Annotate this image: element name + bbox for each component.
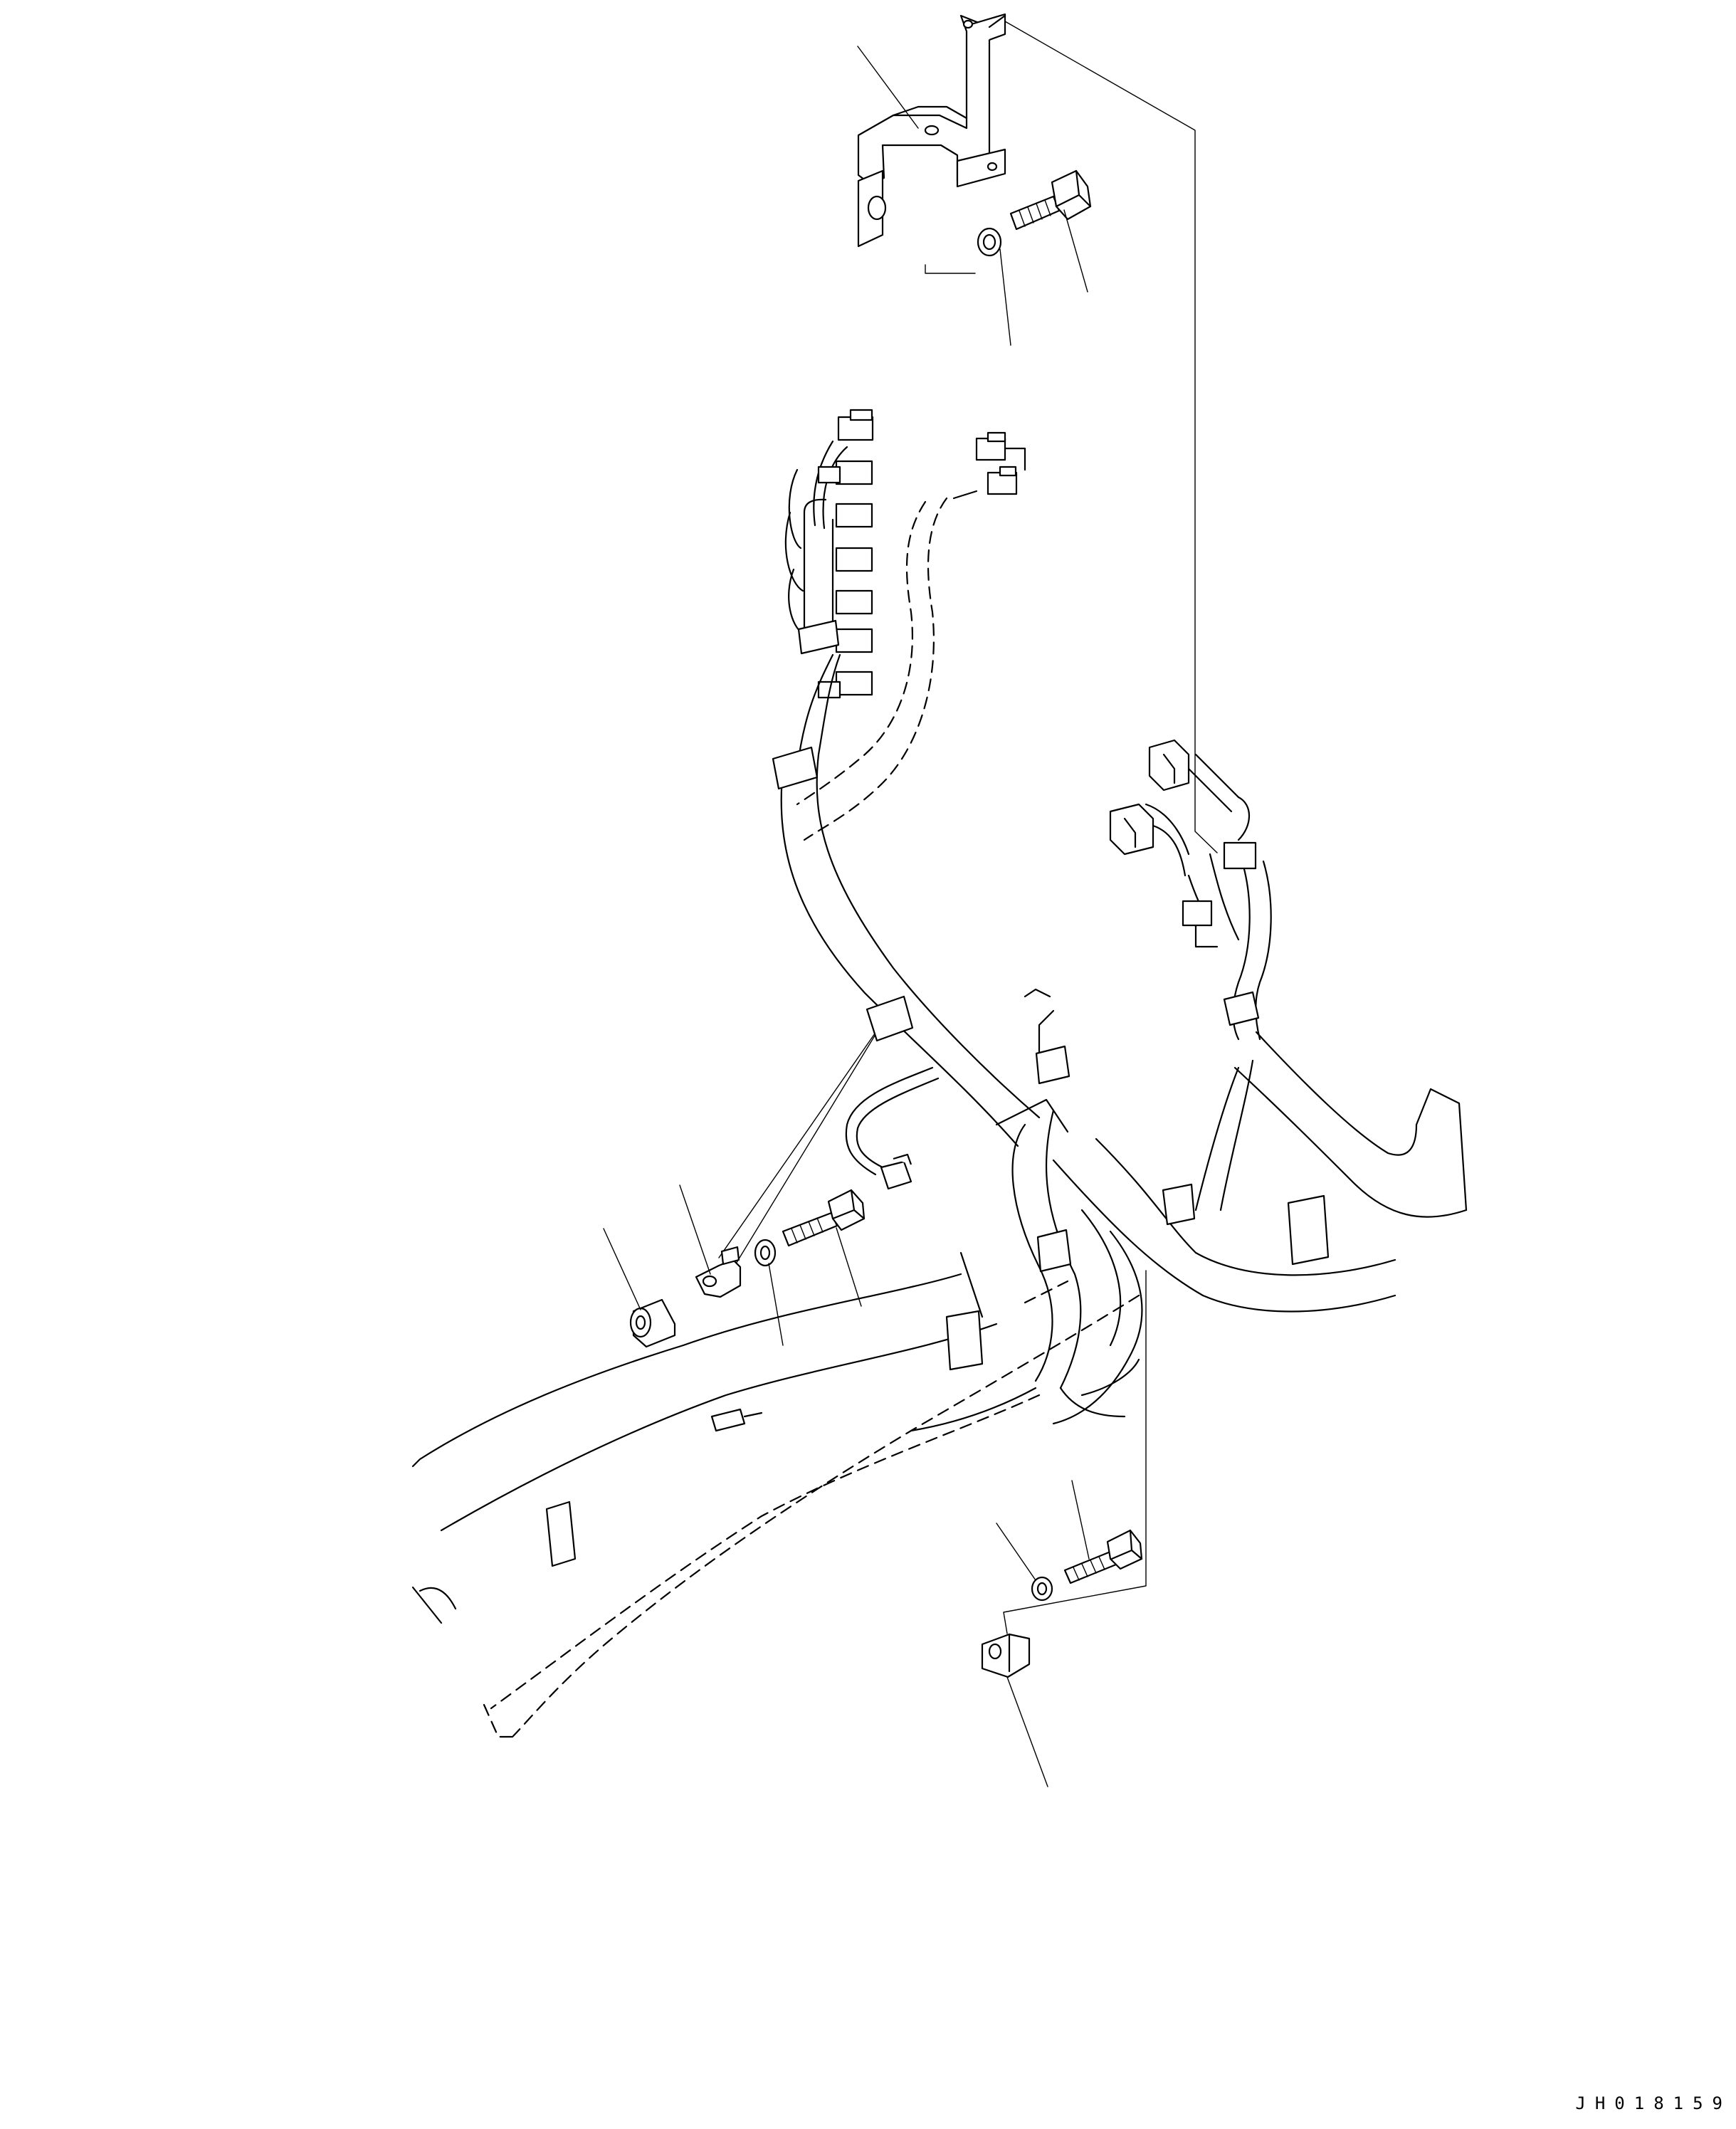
dashed-branch-upper [796, 497, 948, 841]
upper-bolt [1009, 169, 1092, 231]
main-harness-solid [780, 653, 1468, 1432]
middle-bolt [782, 1189, 866, 1247]
upper-washer [977, 227, 1002, 257]
lower-harness [411, 1251, 1140, 1738]
clip-bracket [695, 1246, 742, 1298]
connector-pair-upper-right [952, 431, 1026, 500]
leader-lines [603, 46, 1090, 1787]
branch-wire-connector [845, 1066, 940, 1190]
lower-bolt [1063, 1529, 1143, 1584]
upper-mounting-bracket [857, 13, 1006, 248]
inline-connector-lower [710, 1408, 763, 1432]
connector-bundle-upper-left [784, 409, 874, 699]
assembly-reference-lines [718, 21, 1218, 1634]
drawing-reference-code: JH018159 [1575, 2093, 1732, 2113]
harness-clamps [545, 619, 1330, 1567]
right-branch-connectors [1109, 739, 1272, 1041]
spacer-collar [629, 1298, 676, 1348]
lower-mounting-bracket [981, 1633, 1031, 1678]
middle-washer [754, 1239, 777, 1267]
lower-washer [1031, 1576, 1053, 1602]
